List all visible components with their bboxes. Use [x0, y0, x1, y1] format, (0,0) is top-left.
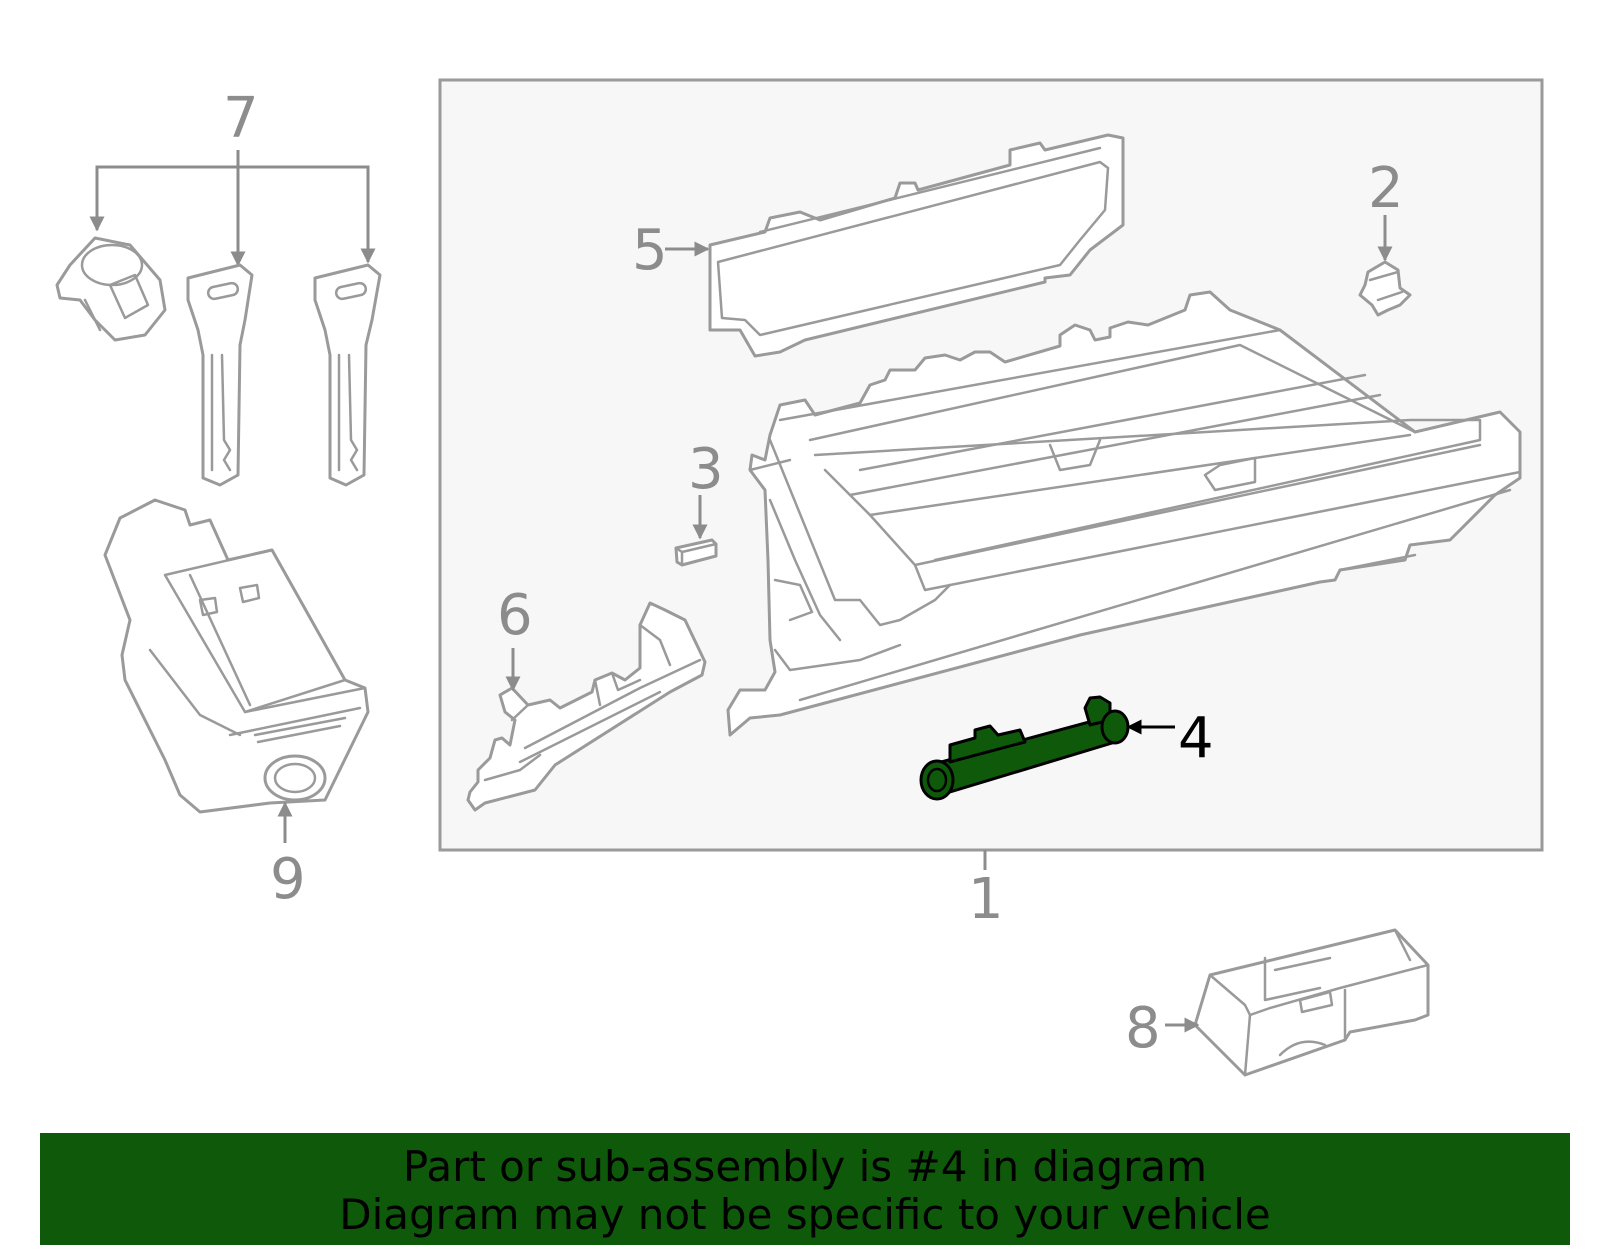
key-left	[186, 263, 254, 487]
callout-4: 4	[1178, 706, 1214, 771]
part-7-lock-and-keys: 7	[55, 86, 382, 487]
part-9-ignition-module: 9	[103, 498, 370, 912]
callout-2: 2	[1368, 156, 1404, 221]
lock-cylinder	[55, 236, 167, 342]
part-1-glove-box: 1	[726, 290, 1522, 932]
key-right	[313, 263, 382, 487]
callout-7: 7	[223, 86, 259, 151]
banner-line-2: Diagram may not be specific to your vehi…	[339, 1190, 1271, 1239]
part-3-bumper: 3	[674, 437, 724, 567]
part-2-clip: 2	[1358, 156, 1412, 317]
callout-6: 6	[497, 583, 533, 648]
part-8-bracket: 8	[1125, 928, 1430, 1077]
callout-9: 9	[270, 847, 306, 912]
callout-3: 3	[688, 437, 724, 502]
part-6-hinge-bracket: 6	[466, 583, 707, 812]
info-banner: Part or sub-assembly is #4 in diagram Di…	[40, 1133, 1570, 1245]
callout-8: 8	[1125, 996, 1161, 1061]
part-4-highlighted-damper: 4	[919, 695, 1214, 801]
banner-line-1: Part or sub-assembly is #4 in diagram	[402, 1142, 1208, 1191]
callout-5: 5	[632, 218, 668, 283]
part-5-upper-panel: 5	[632, 133, 1125, 358]
parts-diagram: 7 9 5 2 3	[55, 78, 1544, 1077]
callout-1: 1	[968, 867, 1004, 932]
